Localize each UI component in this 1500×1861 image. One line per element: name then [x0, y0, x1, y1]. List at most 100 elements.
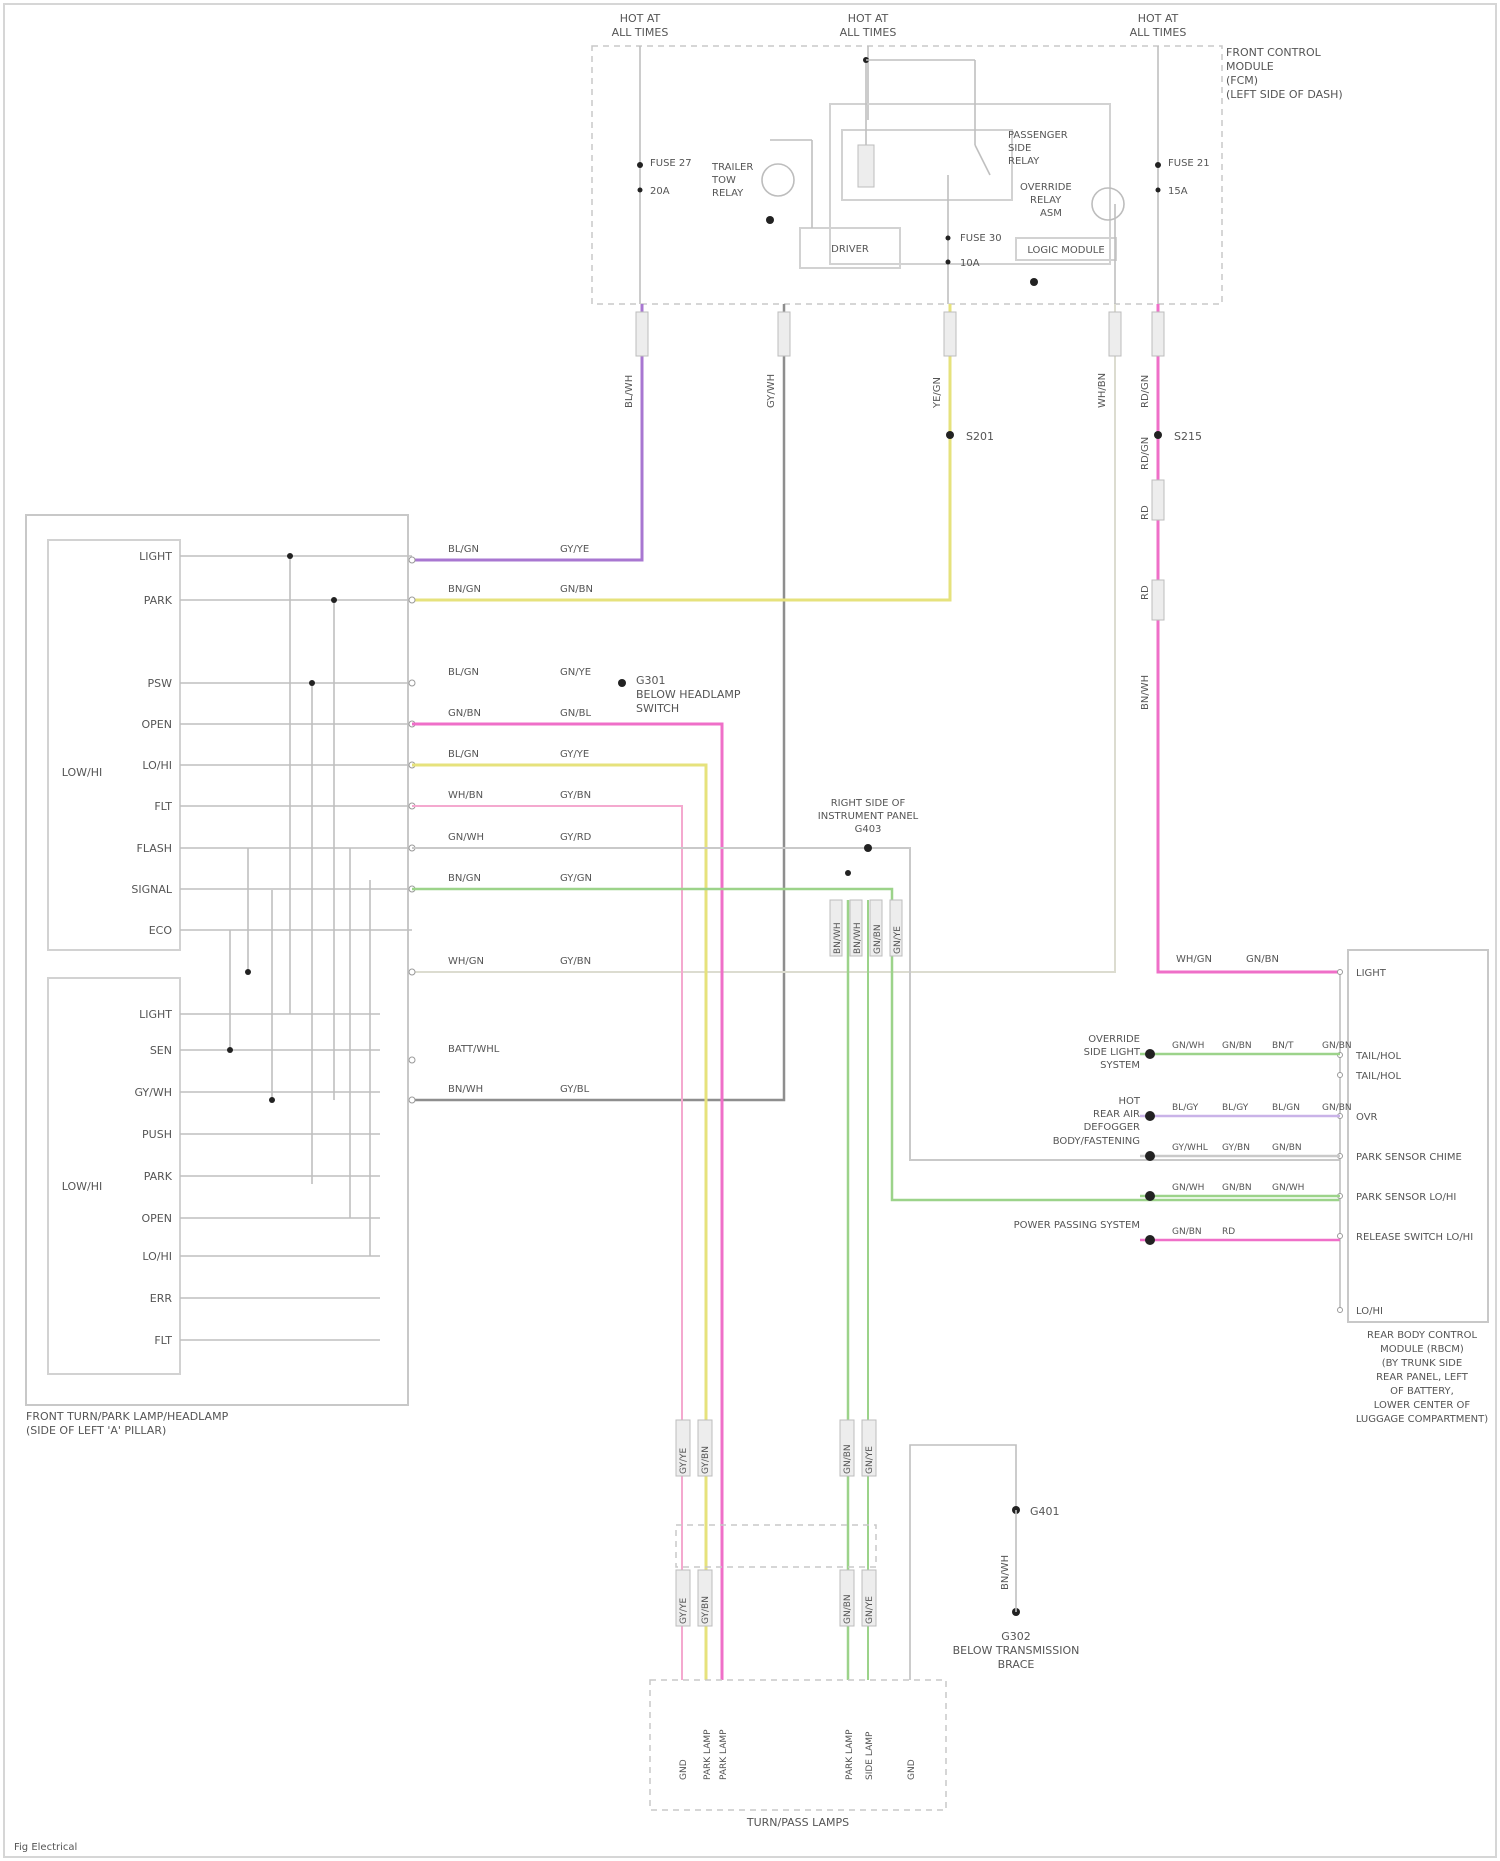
fuse-2-line-2: ALL TIMES — [840, 26, 897, 39]
connector-code: GN/YE — [865, 1596, 875, 1624]
module-label-line-4: (LEFT SIDE OF DASH) — [1226, 88, 1343, 101]
upper-block-name: LOW/HI — [62, 766, 103, 779]
fuse-3-line-1: HOT AT — [1138, 12, 1179, 25]
driver-label: DRIVER — [831, 244, 869, 255]
override-relay-line-1: OVERRIDE — [1020, 182, 1072, 193]
park-relay-line-1: PASSENGER — [1008, 130, 1068, 141]
rbcm-caption-line: LUGGAGE COMPARTMENT) — [1356, 1414, 1488, 1425]
switch-pin-label: LIGHT — [139, 1008, 172, 1021]
switch-pin-label: FLT — [154, 800, 172, 813]
wire-code-left: WH/BN — [448, 790, 483, 801]
lower-pin-labels: LIGHTSENGY/WHPUSHPARKOPENLO/HIERRFLT — [134, 1008, 380, 1347]
wire-code-right: GY/RD — [560, 832, 592, 843]
switch-pin-label: FLASH — [137, 842, 173, 855]
rear-body-control-module: LIGHTTAIL/HOLTAIL/HOLOVRPARK SENSOR CHIM… — [1014, 950, 1489, 1425]
rbcm-source-code: GN/BN — [1222, 1183, 1252, 1193]
wire-code-right: GY/YE — [560, 749, 589, 760]
rbcm-source-wires: OVERRIDESIDE LIGHTSYSTEMGN/WHGN/BNBN/TGN… — [1014, 1034, 1352, 1245]
ground-g302-line-1: G302 — [1001, 1630, 1031, 1643]
splice-code-1: BN/WH — [833, 922, 843, 954]
connector-code: GY/YE — [679, 1447, 689, 1474]
amp-mid-label: 10A — [960, 258, 980, 269]
fuse-2-line-1: HOT AT — [848, 12, 889, 25]
switch-pin-label: LO/HI — [142, 759, 172, 772]
headlamp-label-line-2: (SIDE OF LEFT 'A' PILLAR) — [26, 1424, 166, 1437]
switch-pin-label: PARK — [144, 594, 173, 607]
relay-coil — [858, 145, 874, 187]
fuse-1-line-1: HOT AT — [620, 12, 661, 25]
vwire-code-3: YE/GN — [932, 377, 943, 409]
fuse-3-line-2: ALL TIMES — [1130, 26, 1187, 39]
rbcm-source-label: REAR AIR — [1093, 1109, 1140, 1120]
rbcm-source-code: GN/WH — [1172, 1183, 1204, 1193]
connector-code: GY/BN — [701, 1446, 711, 1474]
wire-code-right: GY/BL — [560, 1084, 590, 1095]
vwire-code-4: WH/BN — [1097, 373, 1108, 408]
rbcm-source-code: GY/BN — [1222, 1143, 1250, 1153]
trailer-relay-line-2: TOW — [711, 175, 736, 186]
switch-pin-label: OPEN — [142, 718, 172, 731]
fuse-21-label: FUSE 21 — [1168, 158, 1210, 169]
rbcm-caption-line: MODULE (RBCM) — [1380, 1344, 1464, 1355]
rbcm-source-code: GN/WH — [1172, 1041, 1204, 1051]
bottom-connector-pins: GNDPARK LAMPPARK LAMPPARK LAMPSIDE LAMPG… — [679, 1729, 917, 1780]
wire-code-right: GY/GN — [560, 873, 592, 884]
module-label-line-1: FRONT CONTROL — [1226, 46, 1322, 59]
wire-code-left: BL/GN — [448, 667, 479, 678]
splice-yellow-label: S201 — [966, 430, 994, 443]
rbcm-wire-a-2: GN/BN — [1246, 954, 1279, 965]
switch-pin-label: GY/WH — [134, 1086, 172, 1099]
wire-code-left: WH/GN — [448, 956, 484, 967]
ground-g302-top: G401 — [1030, 1505, 1060, 1518]
wire-code-right: GN/BL — [560, 708, 591, 719]
fuse-30-label: FUSE 30 — [960, 233, 1002, 244]
rbcm-source-label: OVERRIDE — [1088, 1034, 1140, 1045]
wire-code-left: BL/GN — [448, 749, 479, 760]
front-control-module: FRONT CONTROL MODULE (FCM) (LEFT SIDE OF… — [592, 12, 1343, 304]
yellow-wire — [412, 304, 950, 600]
switch-pin-label: PUSH — [142, 1128, 172, 1141]
right-run-code-2: RD — [1140, 505, 1151, 520]
wire-code-right: GY/YE — [560, 544, 589, 555]
rbcm-pin-label: TAIL/HOL — [1355, 1051, 1401, 1062]
rbcm-source-code: GN/BN — [1322, 1103, 1352, 1113]
switch-pin-label: LIGHT — [139, 550, 172, 563]
splice-code-4: GN/YE — [893, 926, 903, 954]
rbcm-pin-label: OVR — [1356, 1112, 1378, 1123]
module-label-line-3: (FCM) — [1226, 74, 1258, 87]
rbcm-source-code: BL/GY — [1172, 1103, 1199, 1113]
rbcm-source-code: RD — [1222, 1227, 1235, 1237]
splice-box-line-3: G403 — [855, 824, 882, 835]
ground-g302-wire: BN/WH — [1000, 1555, 1011, 1590]
wire-code-left: BN/WH — [448, 1084, 483, 1095]
rbcm-source-code: GN/BN — [1172, 1227, 1202, 1237]
splice-code-3: GN/BN — [873, 924, 883, 954]
override-relay-line-3: ASM — [1040, 208, 1062, 219]
rbcm-pin-label: TAIL/HOL — [1355, 1071, 1401, 1082]
rbcm-source-label: BODY/FASTENING — [1053, 1136, 1140, 1147]
rbcm-wire-a-1: WH/GN — [1176, 954, 1212, 965]
override-relay-line-2: RELAY — [1030, 195, 1062, 206]
rbcm-source-code: BL/GY — [1222, 1103, 1249, 1113]
rbcm-pin-label: LIGHT — [1356, 968, 1387, 979]
connector-code: GY/BN — [701, 1596, 711, 1624]
vwire-code-2: GY/WH — [766, 374, 777, 408]
rbcm-source-code: GY/WHL — [1172, 1143, 1208, 1153]
wire-code-right: GY/BN — [560, 790, 591, 801]
bottom-pin-label: PARK LAMP — [845, 1729, 855, 1780]
connector-code: GN/YE — [865, 1446, 875, 1474]
splice-code-2: BN/WH — [853, 922, 863, 954]
connector-code: GN/BN — [843, 1444, 853, 1474]
vwire-code-5: RD/GN — [1140, 375, 1151, 408]
wire-code-left: BN/GN — [448, 873, 481, 884]
wire-code-left: GN/WH — [448, 832, 484, 843]
headlamp-label-line-1: FRONT TURN/PARK LAMP/HEADLAMP — [26, 1410, 229, 1423]
park-relay-line-3: RELAY — [1008, 156, 1040, 167]
pink-wire-right — [1158, 304, 1340, 972]
module-label-line-2: MODULE — [1226, 60, 1274, 73]
ground-g301-line-1: G301 — [636, 674, 666, 687]
switch-pin-label: SEN — [150, 1044, 172, 1057]
